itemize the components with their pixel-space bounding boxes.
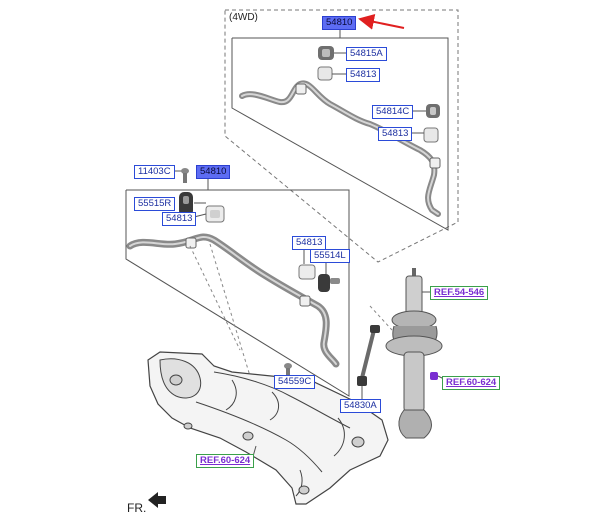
part-label-link-nut[interactable]: 55514L (310, 249, 350, 263)
pointer-arrow (358, 13, 405, 30)
part-label-stabilizer-link[interactable]: 54830A (340, 399, 381, 413)
strut-assembly-part (385, 268, 443, 439)
part-label-bolt[interactable]: 11403C (134, 165, 175, 179)
variant-label: (4WD) (229, 12, 258, 23)
stabilizer-link-part (357, 325, 380, 386)
bracket-part (205, 205, 225, 223)
part-label-subframe-bolt[interactable]: 54559C (274, 375, 316, 389)
4wd-assembly-box (231, 37, 449, 231)
ref-label-knuckle[interactable]: REF.60-624 (442, 376, 501, 390)
bushing-part (179, 192, 193, 216)
main-assembly-box (125, 189, 350, 397)
subframe-bolt-part (284, 363, 292, 378)
part-label-bracket-2[interactable]: 54813 (292, 236, 327, 250)
ref-label-strut[interactable]: REF.54-546 (430, 286, 489, 300)
4wd-group-frame (224, 9, 459, 263)
link-nut-part (318, 274, 340, 292)
4wd-clamp-part (426, 104, 440, 118)
part-label-4wd-bushing[interactable]: 54815A (346, 47, 387, 61)
part-label-main-assy[interactable]: 54810 (196, 165, 231, 179)
4wd-bracket-part (317, 66, 333, 81)
4wd-bushing-part (318, 46, 334, 60)
subframe-part (147, 351, 389, 505)
4wd-stabilizer-bar (239, 80, 441, 217)
bracket-part-2 (298, 264, 316, 280)
part-label-bushing[interactable]: 55515R (134, 197, 176, 211)
part-label-4wd-clamp[interactable]: 54814C (372, 105, 414, 119)
part-label-4wd-assy[interactable]: 54810 (322, 16, 357, 30)
front-direction-label: FR. (127, 501, 147, 515)
front-direction-arrow (148, 492, 166, 508)
4wd-bar-bushings (295, 83, 441, 169)
ref-label-subframe[interactable]: REF.60-624 (196, 454, 255, 468)
4wd-bracket-part-2 (423, 127, 439, 143)
part-label-bracket[interactable]: 54813 (162, 212, 197, 226)
part-label-4wd-bracket-2[interactable]: 54813 (378, 127, 413, 141)
part-label-4wd-bracket[interactable]: 54813 (346, 68, 381, 82)
bolt-part (181, 168, 189, 183)
